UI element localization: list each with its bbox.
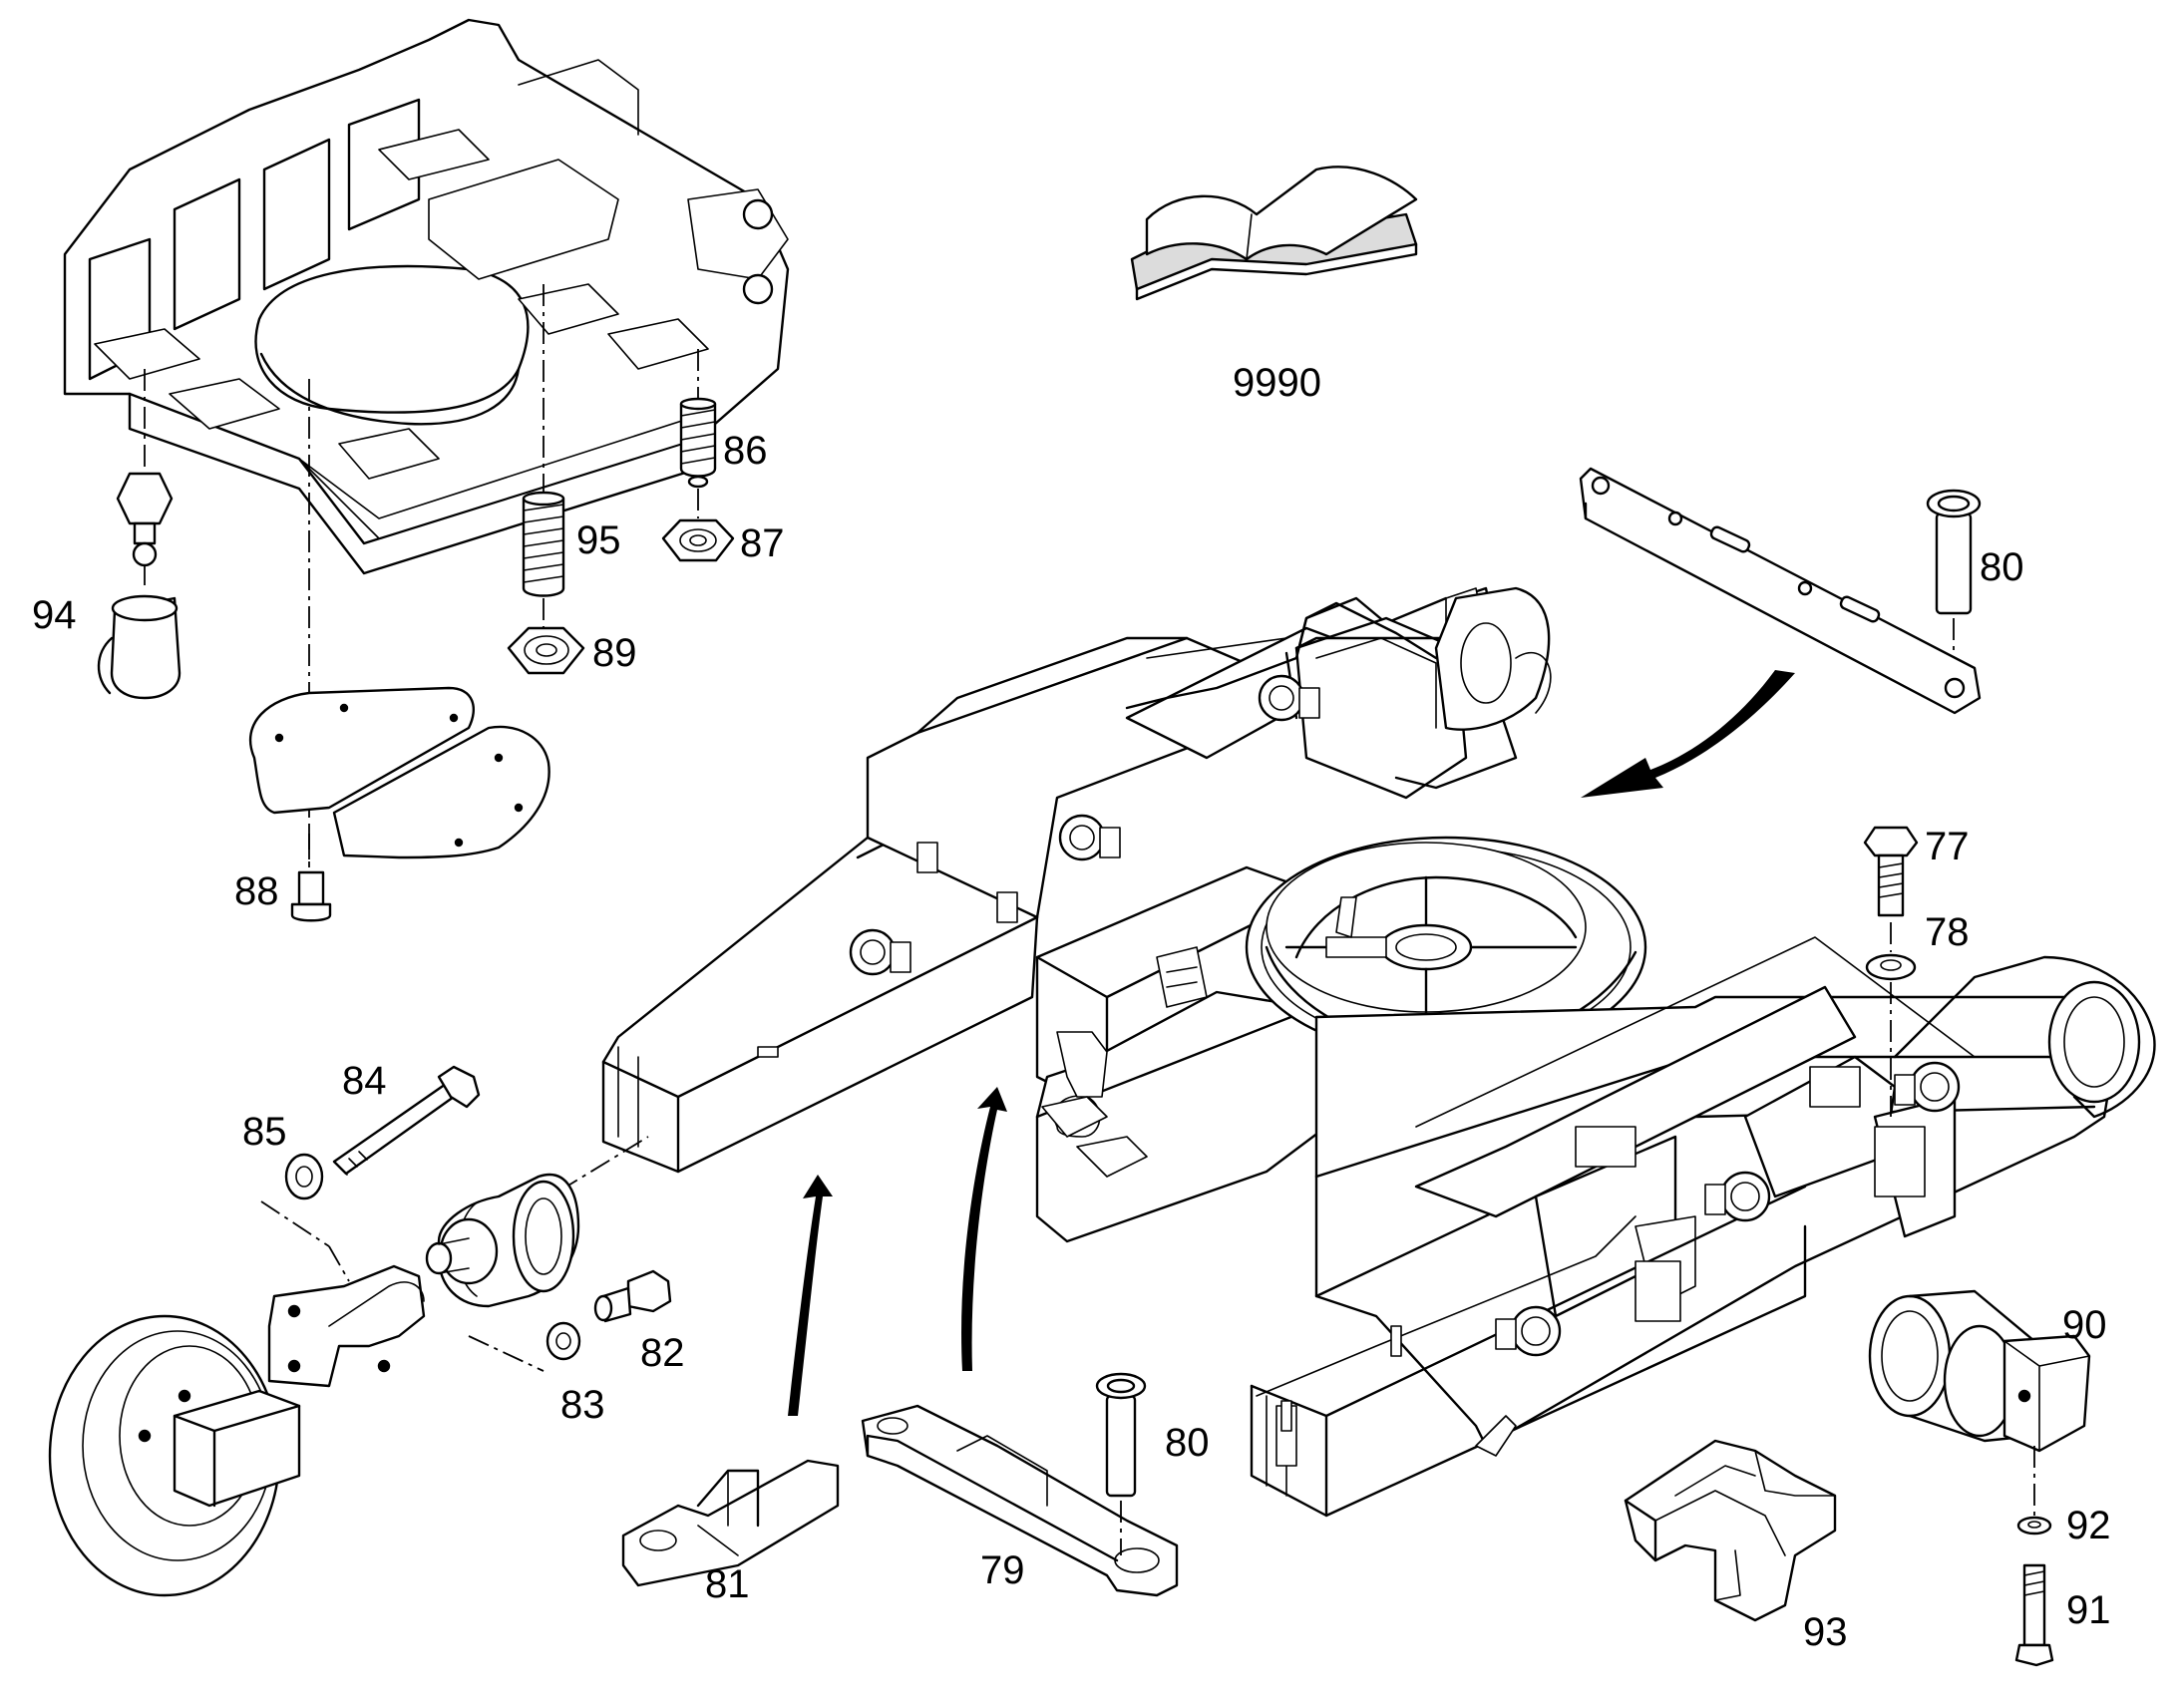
part-81-link: [621, 1459, 840, 1587]
part-78-washer: [1865, 953, 1917, 981]
part-82-fitting: [593, 1269, 672, 1323]
callout-77: 77: [1925, 825, 1970, 868]
part-86-spring: [679, 397, 717, 489]
part-93-track-guide: [1624, 1439, 1837, 1622]
upper-link-bar: [1579, 467, 1982, 715]
arrow-lower-left: [788, 1175, 833, 1416]
callout-93: 93: [1803, 1610, 1848, 1654]
part-80-lock-pin-lower: [1095, 1372, 1147, 1498]
callout-80-lower: 80: [1165, 1421, 1210, 1465]
idler-yoke: [267, 1264, 426, 1388]
part-94-grease-fitting: [97, 472, 182, 700]
part-95-spring: [522, 491, 565, 597]
undercarriage-guard-frame: [63, 18, 790, 575]
part-83-washer: [545, 1321, 581, 1361]
cover-plates: [248, 686, 550, 859]
callout-81: 81: [705, 1562, 750, 1606]
part-88-bolt: [290, 870, 332, 922]
part-87-nut: [661, 518, 735, 562]
callout-84: 84: [342, 1059, 387, 1103]
arrow-upper-right: [1581, 670, 1795, 798]
callout-80-upper: 80: [1980, 545, 2024, 589]
callout-89: 89: [592, 631, 637, 675]
part-92-washer: [2016, 1516, 2052, 1536]
callout-87: 87: [740, 521, 785, 565]
part-79-link: [861, 1404, 1179, 1597]
part-89-nut: [507, 626, 585, 675]
part-9990-operator-manual: [1130, 166, 1418, 301]
part-84-bolt: [332, 1065, 481, 1176]
callout-82: 82: [640, 1331, 685, 1375]
callout-90: 90: [2062, 1303, 2107, 1347]
part-91-bolt: [2014, 1563, 2054, 1667]
callout-95: 95: [576, 518, 621, 562]
recoil-cylinder: [425, 1173, 580, 1308]
part-80-lock-pin-upper: [1926, 489, 1982, 615]
part-90-track-roller: [1868, 1289, 2091, 1453]
callout-86: 86: [723, 429, 768, 473]
callout-78: 78: [1925, 910, 1970, 954]
callout-94: 94: [32, 593, 77, 637]
callout-9990: 9990: [1233, 361, 1321, 405]
callout-88: 88: [234, 869, 279, 913]
part-77-bolt: [1863, 826, 1919, 917]
callout-85: 85: [242, 1110, 287, 1154]
part-85-washer: [284, 1153, 324, 1200]
callout-91: 91: [2066, 1588, 2111, 1632]
callout-92: 92: [2066, 1504, 2111, 1547]
carrier-roller-units: [849, 674, 1961, 1357]
callout-79: 79: [980, 1548, 1025, 1592]
arrow-lower-center: [961, 1087, 1007, 1371]
front-idler-wheel: [48, 1314, 301, 1597]
callout-83: 83: [560, 1383, 605, 1427]
